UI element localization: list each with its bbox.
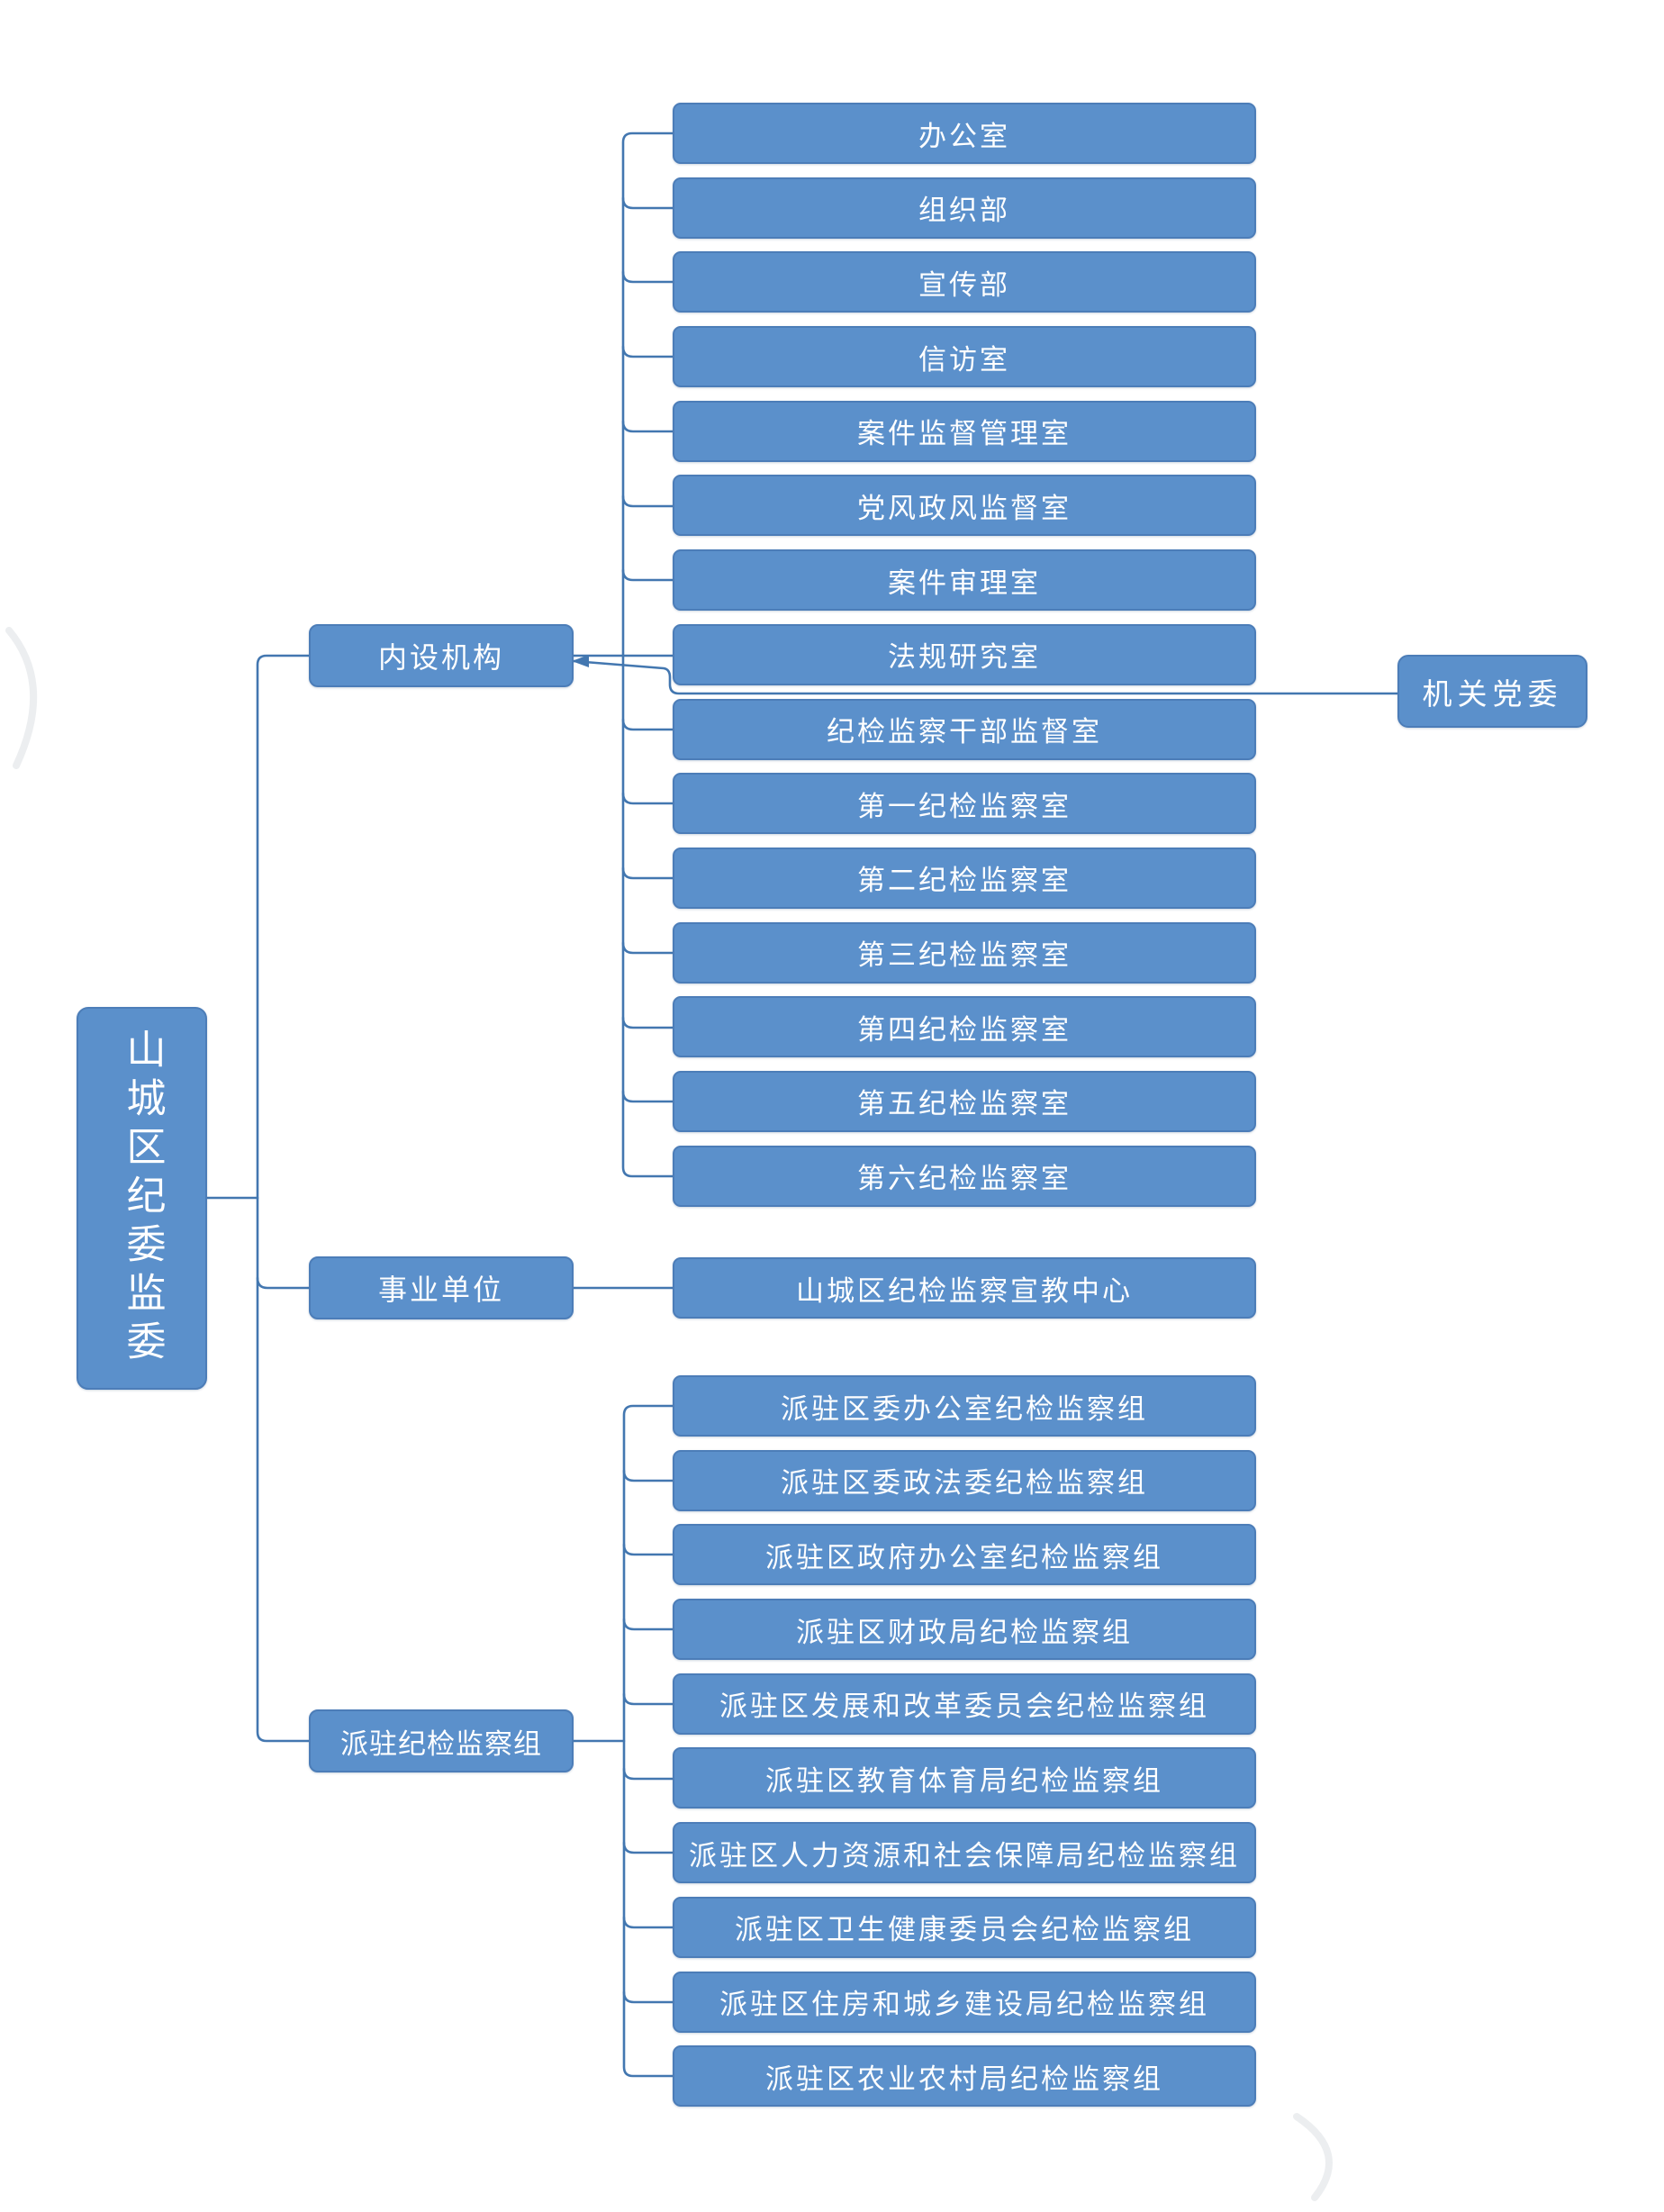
org-node-label: 派驻区卫生健康委员会纪检监察组 — [735, 1914, 1194, 1946]
org-node-label: 山城区纪检监察宣教中心 — [796, 1274, 1133, 1307]
org-node: 第四纪检监察室 — [673, 996, 1256, 1058]
org-node: 第三纪检监察室 — [673, 921, 1256, 984]
branch-public-institutions-label: 事业单位 — [377, 1274, 504, 1306]
org-node-label: 派驻区委政法委纪检监察组 — [781, 1467, 1148, 1500]
org-node-label: 派驻区发展和改革委员会纪检监察组 — [719, 1691, 1209, 1723]
org-node: 派驻区委办公室纪检监察组 — [673, 1375, 1256, 1437]
org-node: 山城区纪检监察宣教中心 — [673, 1257, 1256, 1319]
org-node: 第五纪检监察室 — [673, 1070, 1256, 1132]
org-node-label: 第五纪检监察室 — [857, 1088, 1072, 1120]
org-node-label: 派驻区财政局纪检监察组 — [796, 1616, 1133, 1648]
org-node: 派驻区人力资源和社会保障局纪检监察组 — [673, 1822, 1256, 1884]
org-node-label: 派驻区教育体育局纪检监察组 — [765, 1764, 1163, 1797]
organ-party-committee-node: 机关党委 — [1397, 655, 1587, 728]
org-node-label: 第六纪检监察室 — [857, 1163, 1072, 1195]
internal-organs-list: 办公室组织部宣传部信访室案件监督管理室党风政风监督室案件审理室法规研究室纪检监察… — [673, 103, 1256, 1219]
org-node: 派驻区发展和改革委员会纪检监察组 — [673, 1673, 1256, 1735]
branch-public-institutions-node: 事业单位 — [309, 1256, 574, 1319]
org-node-label: 办公室 — [918, 120, 1010, 152]
org-node: 案件审理室 — [673, 549, 1256, 612]
org-node: 党风政风监督室 — [673, 475, 1256, 537]
org-node: 纪检监察干部监督室 — [673, 698, 1256, 760]
org-node-label: 派驻区人力资源和社会保障局纪检监察组 — [689, 1839, 1240, 1872]
org-node: 第一纪检监察室 — [673, 773, 1256, 835]
org-node-label: 法规研究室 — [888, 641, 1041, 674]
org-node-label: 第二纪检监察室 — [857, 865, 1072, 897]
branch-internal-organs-node: 内设机构 — [309, 624, 574, 687]
dispatched-groups-list: 派驻区委办公室纪检监察组派驻区委政法委纪检监察组派驻区政府办公室纪检监察组派驻区… — [673, 1375, 1256, 2120]
org-node-label: 派驻区委办公室纪检监察组 — [781, 1392, 1148, 1425]
org-node: 派驻区教育体育局纪检监察组 — [673, 1747, 1256, 1809]
org-node-label: 案件审理室 — [888, 567, 1041, 599]
org-node: 派驻区住房和城乡建设局纪检监察组 — [673, 1971, 1256, 2033]
org-node-label: 纪检监察干部监督室 — [827, 716, 1102, 748]
org-node-label: 第四纪检监察室 — [857, 1013, 1072, 1046]
public-institutions-list: 山城区纪检监察宣教中心 — [673, 1257, 1256, 1332]
org-node: 办公室 — [673, 103, 1256, 164]
branch-dispatched-groups-label: 派驻纪检监察组 — [340, 1727, 542, 1760]
org-node-label: 派驻区住房和城乡建设局纪检监察组 — [719, 1989, 1209, 2020]
org-node: 宣传部 — [673, 251, 1256, 313]
org-node: 第二纪检监察室 — [673, 847, 1256, 909]
branch-internal-organs-label: 内设机构 — [377, 641, 504, 674]
org-node: 派驻区农业农村局纪检监察组 — [673, 2045, 1256, 2108]
org-node-label: 派驻区政府办公室纪检监察组 — [765, 1541, 1163, 1573]
branch-dispatched-groups-node: 派驻纪检监察组 — [309, 1709, 574, 1772]
org-node: 法规研究室 — [673, 623, 1256, 685]
watermark-mark — [5, 627, 38, 769]
root-node-label: 山城区纪委监委 — [120, 1028, 165, 1369]
org-node-label: 第一纪检监察室 — [857, 790, 1072, 822]
root-node: 山城区纪委监委 — [77, 1007, 207, 1390]
org-node: 信访室 — [673, 326, 1256, 388]
org-node: 派驻区卫生健康委员会纪检监察组 — [673, 1896, 1256, 1958]
org-node: 案件监督管理室 — [673, 400, 1256, 462]
org-node-label: 信访室 — [918, 343, 1010, 376]
org-node-label: 宣传部 — [918, 268, 1010, 301]
org-node-label: 组织部 — [918, 195, 1010, 227]
org-node: 组织部 — [673, 177, 1256, 239]
org-node: 派驻区委政法委纪检监察组 — [673, 1449, 1256, 1511]
watermark-mark — [1293, 2113, 1333, 2201]
org-node-label: 案件监督管理室 — [857, 418, 1072, 450]
org-node: 第六纪检监察室 — [673, 1145, 1256, 1207]
org-node-label: 第三纪检监察室 — [857, 939, 1072, 972]
org-node: 派驻区财政局纪检监察组 — [673, 1599, 1256, 1661]
organ-party-committee-label: 机关党委 — [1422, 678, 1563, 712]
org-node-label: 派驻区农业农村局纪检监察组 — [765, 2062, 1163, 2095]
org-node-label: 党风政风监督室 — [857, 492, 1072, 524]
org-node: 派驻区政府办公室纪检监察组 — [673, 1524, 1256, 1586]
